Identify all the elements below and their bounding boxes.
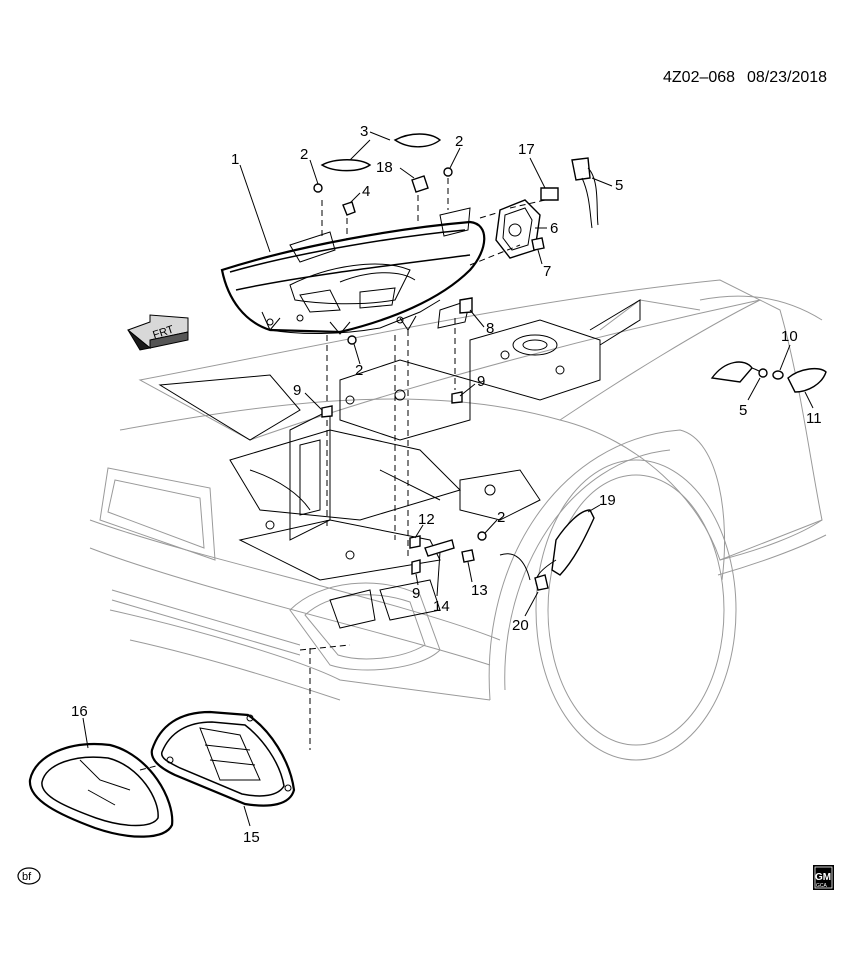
callout-8: 8 — [486, 320, 494, 337]
gm-logo-subtext: GCA — [816, 883, 828, 889]
callout-5a: 5 — [615, 177, 623, 194]
side-marker-lamp — [710, 361, 827, 393]
cap-part-3 — [393, 133, 442, 148]
part-18 — [411, 175, 429, 193]
bolt-2-c — [347, 335, 357, 345]
bolt-2-d — [477, 531, 487, 541]
bracket-part-14 — [424, 539, 455, 557]
diagram-date: 08/23/2018 — [747, 69, 827, 86]
callout-12: 12 — [418, 511, 435, 528]
diagram-id: 4Z02–068 — [663, 69, 735, 86]
callout-10: 10 — [781, 328, 798, 345]
clip-9-c — [411, 559, 421, 575]
part-4 — [342, 201, 356, 216]
callout-15: 15 — [243, 829, 260, 846]
clip-9-b — [451, 391, 463, 404]
leader-lines — [82, 131, 814, 827]
callout-18: 18 — [376, 159, 393, 176]
fog-lamp-bezel — [150, 710, 296, 807]
callout-4: 4 — [362, 183, 370, 200]
part-17 — [540, 187, 559, 201]
callout-2d: 2 — [497, 509, 505, 526]
vehicle-body — [89, 279, 827, 761]
footer-left-mark: bf — [17, 867, 41, 885]
callout-13: 13 — [471, 582, 488, 599]
callout-2c: 2 — [355, 362, 363, 379]
fender-lamp — [499, 509, 595, 591]
callout-3: 3 — [360, 123, 368, 140]
callout-19: 19 — [599, 492, 616, 509]
bf-mark-text: bf — [22, 871, 32, 883]
bolt-2-a — [313, 183, 323, 193]
callout-2a: 2 — [300, 146, 308, 163]
bolt-2-b — [443, 167, 453, 177]
bolt-part-13 — [461, 549, 475, 563]
callout-14: 14 — [433, 598, 450, 615]
callout-9b: 9 — [477, 373, 485, 390]
callout-5b: 5 — [739, 402, 747, 419]
callout-2b: 2 — [455, 133, 463, 150]
engine-bay-structure — [158, 299, 641, 629]
connector-part-5-top — [571, 157, 591, 181]
headlamp-assembly — [220, 207, 486, 335]
cap-part-near-2 — [320, 159, 372, 172]
clip-9-a — [321, 405, 333, 418]
callout-1: 1 — [231, 151, 239, 168]
callout-6: 6 — [550, 220, 558, 237]
callout-11: 11 — [806, 410, 822, 427]
front-direction-arrow: FRT — [127, 314, 189, 351]
callout-16: 16 — [71, 703, 88, 720]
bolt-part-7 — [531, 237, 545, 251]
assembly-lines — [139, 178, 546, 771]
callout-labels: 1 2 2 2 2 3 4 5 5 6 7 8 9 9 9 10 11 12 1… — [71, 123, 822, 846]
gm-logo-text: GM — [815, 872, 831, 883]
fog-lamp-trim-ring — [28, 743, 174, 838]
callout-7: 7 — [543, 263, 551, 280]
callout-9a: 9 — [293, 382, 301, 399]
part-12 — [409, 535, 421, 549]
callout-17: 17 — [518, 141, 535, 158]
callout-20: 20 — [512, 617, 529, 634]
gm-logo: GM GCA — [813, 865, 834, 890]
callout-9c: 9 — [412, 585, 420, 602]
